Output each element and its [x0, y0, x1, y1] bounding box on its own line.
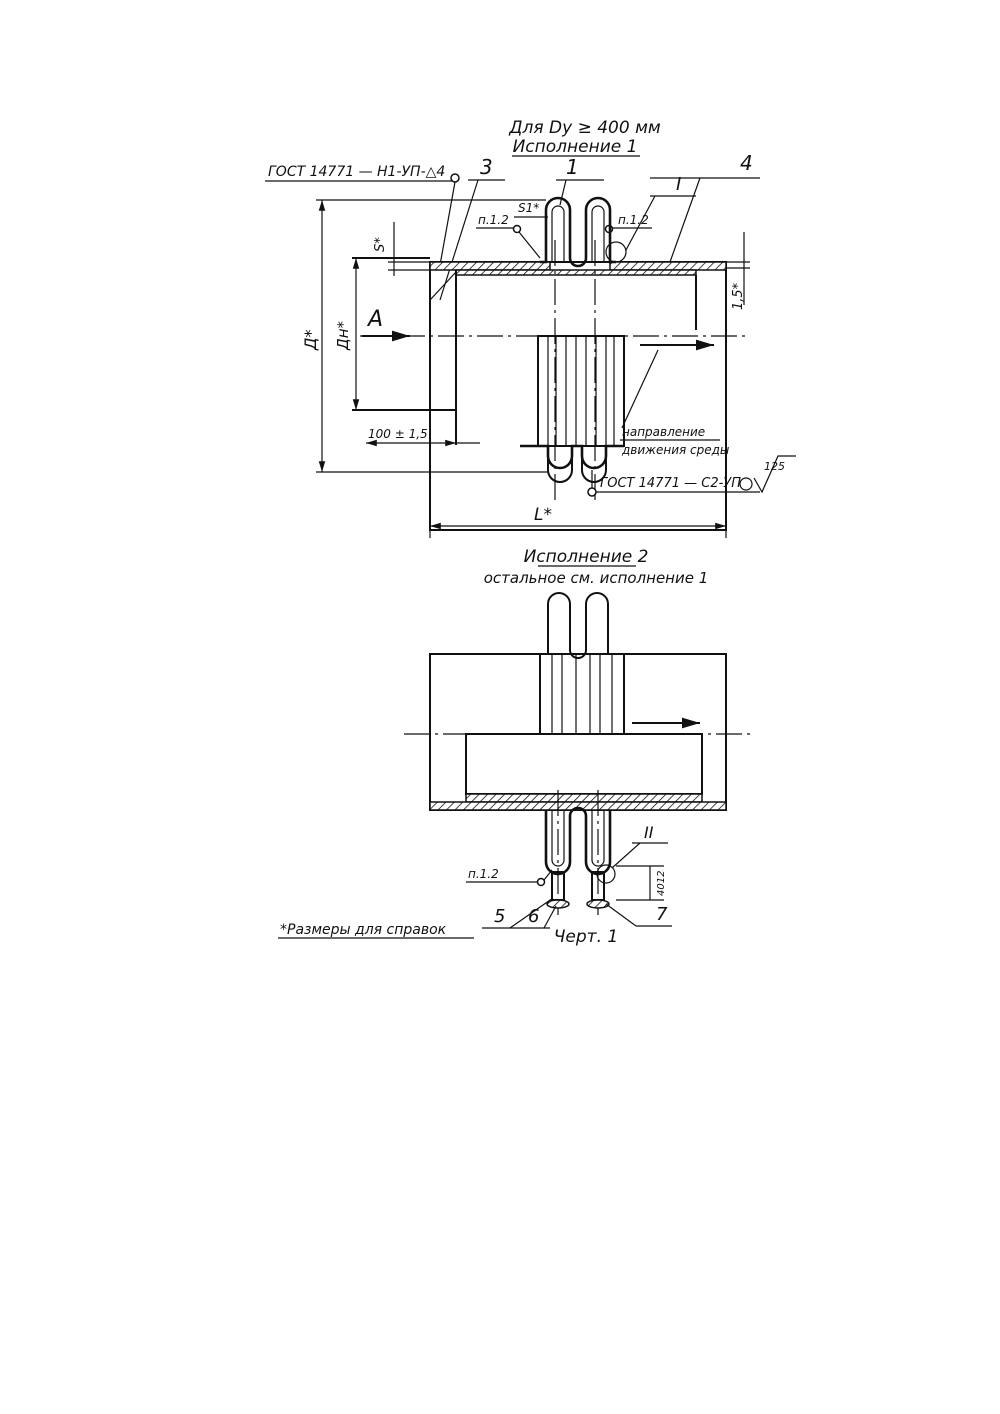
fig2-detail-II-circle	[596, 864, 616, 884]
fig2-lens-lines	[551, 654, 613, 734]
dim-D: Д*	[301, 330, 320, 352]
part-label-1: 1	[566, 155, 579, 179]
dim-L: L*	[534, 505, 552, 525]
fig2-outer-pipe	[429, 653, 727, 811]
footnote: *Размеры для справок	[280, 922, 447, 938]
note-p12-left-pointer	[518, 231, 541, 259]
fig2-part-label-5: 5	[494, 906, 505, 927]
fig2-part-label-7: 7	[656, 904, 668, 925]
view-A-label: А	[366, 307, 383, 332]
fig2-lens-bottom	[544, 806, 612, 876]
figure-caption: Черт. 1	[554, 927, 618, 947]
part-label-3-leader	[439, 179, 479, 301]
part-label-4-leader	[669, 177, 701, 263]
compensator-lens-top-inner	[551, 205, 605, 262]
fig2-detail-label-II: II	[644, 823, 654, 842]
compensator-lens-bottom-outer	[547, 446, 607, 483]
outer-pipe-outline	[429, 261, 727, 531]
flow-note-leader	[621, 349, 659, 429]
lower-section-lines	[547, 336, 615, 446]
outer-pipe-wall-right	[609, 261, 727, 271]
part-label-4: 4	[740, 151, 753, 175]
roughness-value: 125	[764, 460, 785, 473]
part-label-3: 3	[480, 155, 493, 179]
detail-label-I: I	[676, 174, 681, 195]
note-p12-left-marker	[512, 224, 522, 234]
fig2-part-label-6: 6	[528, 906, 539, 927]
detail-I-leader	[625, 195, 656, 251]
figure2-title: Исполнение 2	[524, 547, 649, 567]
figure2-subtitle: остальное см. исполнение 1	[484, 569, 709, 587]
weld-marker-top	[450, 173, 460, 183]
outer-pipe-wall-left	[429, 261, 551, 271]
weld-note-bottom: ГОСТ 14771 — С2-УП	[600, 476, 741, 491]
dim-S: S*	[373, 237, 388, 252]
fig2-label-6-leader	[543, 905, 557, 929]
header-line-2: Исполнение 1	[513, 137, 638, 157]
note-p12-right: п.1.2	[618, 213, 649, 227]
fig2-detail-II-leader	[611, 842, 641, 869]
figure-2-execution-2: Исполнение 2 остальное см. исполнение 1	[404, 547, 750, 929]
fig2-label-7-leader	[605, 903, 637, 927]
fig2-outer-wall-bottom	[429, 801, 727, 811]
flow-label-line-1: направление	[622, 425, 705, 439]
fig2-inner-sleeve	[465, 733, 703, 795]
fig2-note-p12-pointer	[543, 869, 553, 881]
dim-S1: S1*	[518, 201, 539, 215]
fig2-note-p12: п.1.2	[468, 867, 499, 881]
dim-Dn: Дн*	[334, 320, 352, 351]
flow-label-line-2: движения среды	[621, 443, 729, 457]
header-line-1: Для Dy ≥ 400 мм	[508, 118, 661, 138]
figure-1-execution-1: Для Dy ≥ 400 мм Исполнение 1 ГОСТ 14771 …	[265, 118, 796, 538]
sleeve-bevel	[429, 271, 457, 301]
dim-15: 1,5*	[731, 282, 746, 310]
inner-sleeve	[455, 269, 697, 276]
compensator-lens-top-outer	[540, 196, 616, 268]
fig2-lens-bottom-inner	[551, 810, 605, 867]
weld-marker-bottom	[587, 487, 597, 497]
fig2-note-p12-marker	[536, 877, 546, 887]
compensator-lens-bottom	[520, 444, 624, 470]
weld-top-pointer	[439, 181, 456, 266]
fig2-inner-sleeve-wall	[465, 793, 703, 803]
dim-100: 100 ± 1,5	[368, 427, 428, 441]
roughness-symbol	[753, 455, 796, 494]
fig2-plug-right-cap	[586, 899, 610, 909]
fig2-label-5-leader	[509, 897, 554, 929]
fig2-lens-top	[540, 592, 624, 659]
fig2-plug-left-cap	[546, 899, 570, 909]
weld-note-top: ГОСТ 14771 — Н1-УП-△4	[268, 164, 445, 180]
weld-all-around-symbol	[739, 477, 753, 491]
note-p12-left: п.1.2	[478, 213, 509, 227]
lower-section-box	[537, 335, 625, 447]
part-label-1-leader	[559, 179, 567, 206]
fig2-dim-small: 4012	[656, 871, 667, 896]
